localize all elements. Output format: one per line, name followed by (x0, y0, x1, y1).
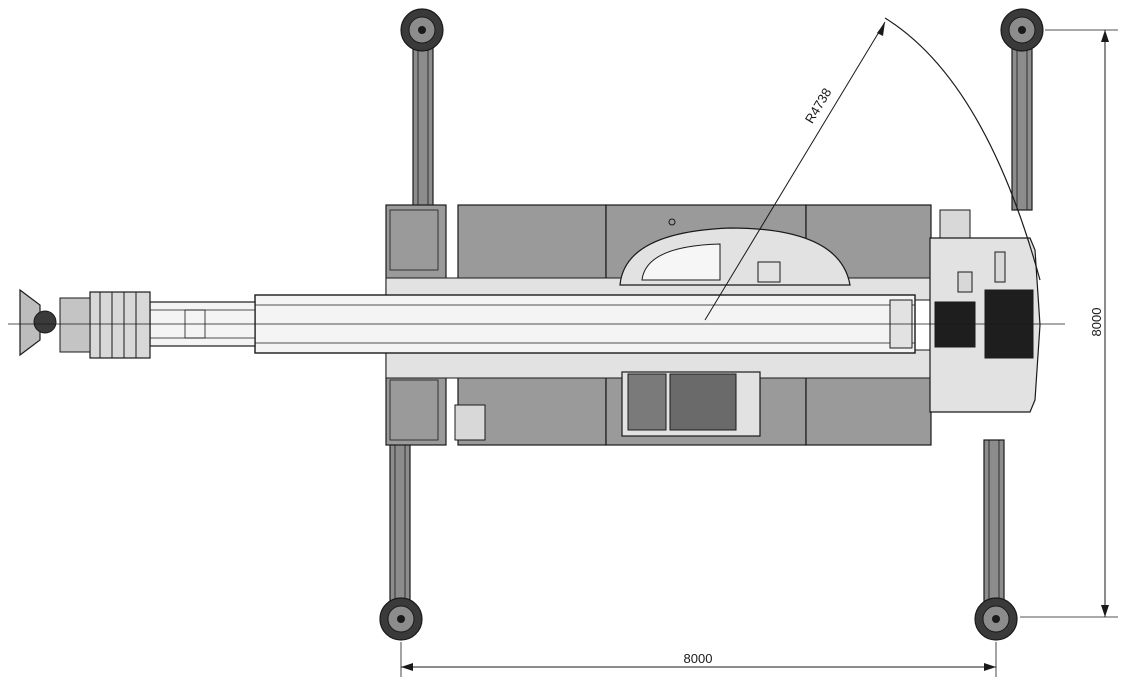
outrigger-pad-rear-left (1000, 8, 1044, 52)
outrigger-pad-front-left (400, 8, 444, 52)
outrigger-beam-front-right (389, 439, 411, 626)
boom-head (19, 288, 151, 359)
width-dimension-label: 8000 (684, 651, 713, 666)
counterweight-section (929, 237, 1041, 413)
outrigger-pad-front-right (379, 597, 423, 641)
outrigger-pad-rear-right (974, 597, 1018, 641)
operator-cab (621, 371, 761, 437)
outrigger-beam-front-left (412, 29, 434, 211)
slewing-radius-dimension (704, 17, 1041, 321)
height-dimension-label: 8000 (1089, 308, 1104, 337)
radius-dimension-label: R4738 (802, 85, 835, 126)
superstructure (385, 227, 931, 379)
height-dimension (1020, 29, 1118, 618)
width-dimension (400, 642, 997, 677)
outrigger-beam-rear-right (983, 439, 1005, 626)
outrigger-beam-rear-left (1011, 29, 1033, 211)
